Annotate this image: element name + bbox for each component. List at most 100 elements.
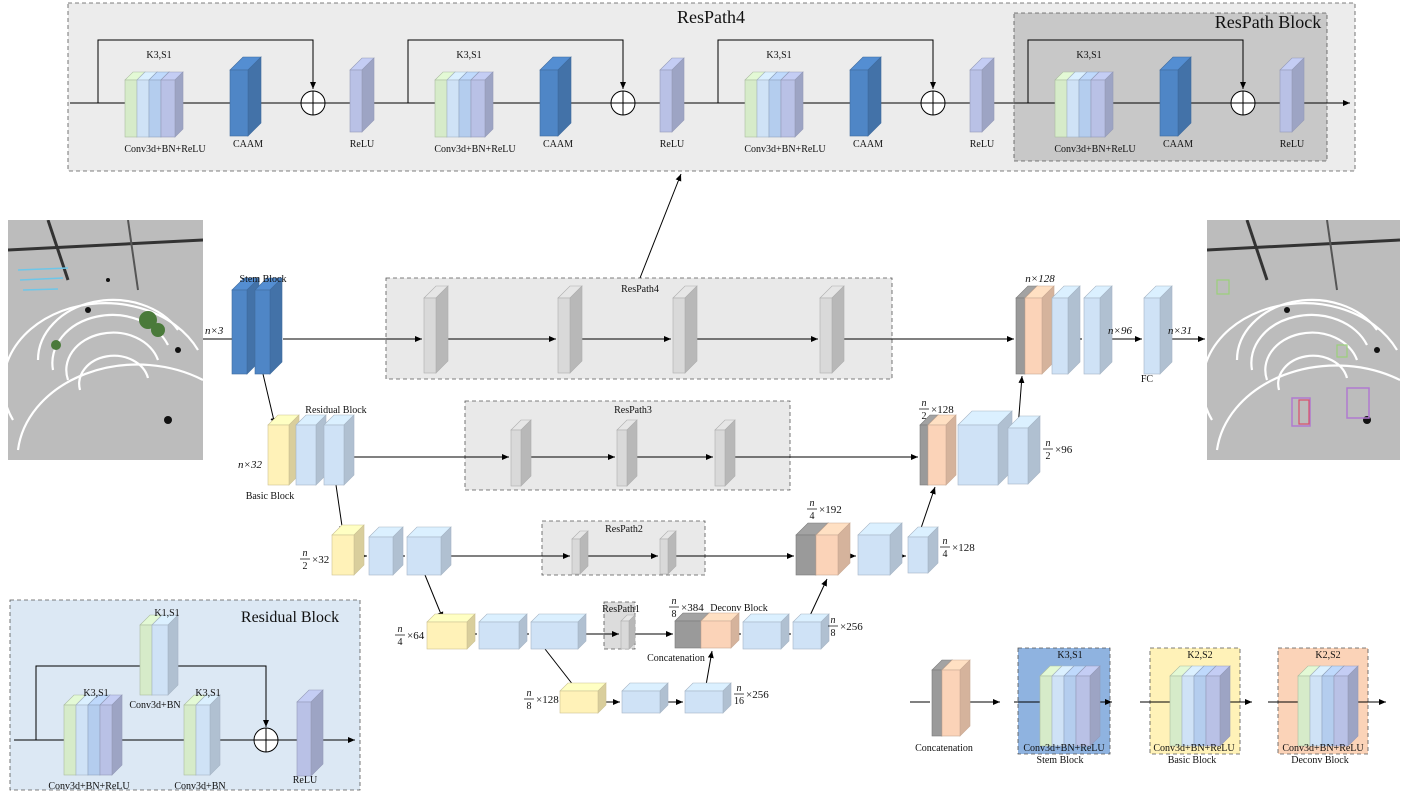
legend-basic-conv: Conv3d+BN+ReLU	[1153, 743, 1235, 754]
residual-k3a-lavender	[99, 694, 123, 776]
legend-stem-lavender	[1075, 665, 1101, 747]
residual-block-label: Residual Block	[305, 405, 366, 416]
respath3-unit-2	[616, 419, 638, 487]
row4-basic-block	[426, 613, 476, 650]
residual-conv-bn-relu-label: Conv3d+BN+ReLU	[48, 781, 130, 792]
respath4-relu-label-2: ReLU	[970, 139, 995, 150]
respath4-relu-0	[349, 57, 375, 133]
dim-quarter-192: n4×192	[807, 498, 842, 522]
row2-res-1	[295, 414, 327, 486]
top-conv-2	[1083, 285, 1113, 375]
row2-conv-2	[1007, 415, 1041, 485]
respath4-unit-3	[672, 285, 698, 374]
respath4-relu-3	[1279, 57, 1305, 133]
dim-n3: n×3	[205, 325, 224, 337]
row4-res-1	[478, 613, 528, 650]
legend-deconv-conv: Conv3d+BN+ReLU	[1282, 743, 1364, 754]
legend-concat-orange	[941, 659, 971, 737]
respath4-skip-1	[407, 39, 626, 103]
respath2-label: ResPath2	[605, 524, 643, 535]
respath3-unit-1	[510, 419, 532, 487]
respath4-panel	[385, 277, 893, 380]
respath4-conv-label-0: Conv3d+BN+ReLU	[124, 144, 206, 155]
row3-basic-block	[331, 524, 365, 576]
svg-text:×128: ×128	[952, 542, 975, 554]
legend-basic-name: Basic Block	[1168, 755, 1217, 766]
row3-down-arrow	[424, 574, 444, 620]
input-point-cloud-image	[8, 220, 203, 460]
legend-deconv-k: K2,S2	[1315, 650, 1340, 661]
dim-half-128: n2×128	[919, 398, 954, 422]
residual-relu-label: ReLU	[293, 775, 318, 786]
row2-conv-1	[957, 410, 1013, 486]
row5-res-2	[684, 682, 732, 714]
respath4-conv-lavender-3	[1090, 71, 1114, 138]
svg-text:16: 16	[734, 696, 744, 707]
respath2-unit-1	[571, 530, 589, 575]
residual-relu	[296, 689, 324, 777]
legend-stem-name: Stem Block	[1037, 755, 1084, 766]
respath4-kernel-2: K3,S1	[766, 50, 791, 61]
legend-basic-lavender	[1205, 665, 1231, 747]
svg-text:×32: ×32	[312, 554, 329, 566]
svg-text:2: 2	[1046, 451, 1051, 462]
respath3-label: ResPath3	[614, 405, 652, 416]
dim-quarter-64: n4×64	[395, 624, 425, 648]
residual-k3b-blue	[195, 694, 221, 776]
respath4-unit-4	[819, 285, 845, 374]
respath4-conv-lavender-0	[160, 71, 184, 138]
respath4-unit-1	[423, 285, 449, 374]
svg-text:n: n	[527, 688, 532, 699]
row5-basic-block	[559, 682, 607, 714]
svg-text:n: n	[943, 536, 948, 547]
respath4-caam-3	[1159, 56, 1192, 137]
svg-text:×384: ×384	[681, 602, 704, 614]
dim-half-96: n2×96	[1043, 438, 1073, 462]
respath4-skip-0	[97, 39, 316, 103]
respath4-relu-label-0: ReLU	[350, 139, 375, 150]
residual-add	[253, 727, 279, 753]
svg-text:4: 4	[398, 637, 403, 648]
residual-k1-blue	[151, 614, 179, 696]
legend-deconv-name: Deconv Block	[1291, 755, 1349, 766]
respath4-conv-lavender-2	[780, 71, 804, 138]
svg-text:8: 8	[527, 701, 532, 712]
dim-n32: n×32	[238, 459, 262, 471]
respath4-caam-label-0: CAAM	[233, 139, 263, 150]
row2-basic-block	[267, 414, 300, 486]
row3-concat-orange	[815, 522, 851, 576]
respath2-panel	[541, 520, 706, 576]
respath4-caam-label-1: CAAM	[543, 139, 573, 150]
respath4-add-0	[300, 90, 326, 116]
respath4-caam-0	[229, 56, 262, 137]
residual-conv-bn-label: Conv3d+BN	[129, 700, 180, 711]
row4-conv-1	[742, 613, 790, 650]
row2-res-2	[323, 414, 355, 486]
svg-text:n: n	[737, 683, 742, 694]
respath4-add-2	[920, 90, 946, 116]
svg-text:n: n	[672, 596, 677, 607]
legend-stem-k: K3,S1	[1057, 650, 1082, 661]
dim-half-32: n 2 ×32	[300, 548, 329, 572]
top-conv-1	[1051, 285, 1081, 375]
residual-k3b-label: K3,S1	[195, 688, 220, 699]
legend-basic-k: K2,S2	[1187, 650, 1212, 661]
respath4-conv-label-1: Conv3d+BN+ReLU	[434, 144, 516, 155]
svg-text:×256: ×256	[746, 689, 769, 701]
svg-text:2: 2	[303, 561, 308, 572]
stem-down-arrow	[262, 373, 277, 426]
svg-text:n: n	[1046, 438, 1051, 449]
svg-text:n: n	[398, 624, 403, 635]
svg-text:×128: ×128	[931, 404, 954, 416]
svg-text:8: 8	[831, 628, 836, 639]
respath4-caam-label-3: CAAM	[1163, 139, 1193, 150]
row3-res-1	[368, 526, 404, 576]
respath1-unit	[620, 614, 636, 650]
respath4-caam-2	[849, 56, 882, 137]
svg-text:n: n	[810, 498, 815, 509]
respath4-detail-title: ResPath4	[677, 7, 745, 27]
fc-layer	[1143, 285, 1173, 375]
residual-block-panel-title: Residual Block	[241, 609, 339, 626]
svg-text:n: n	[303, 548, 308, 559]
